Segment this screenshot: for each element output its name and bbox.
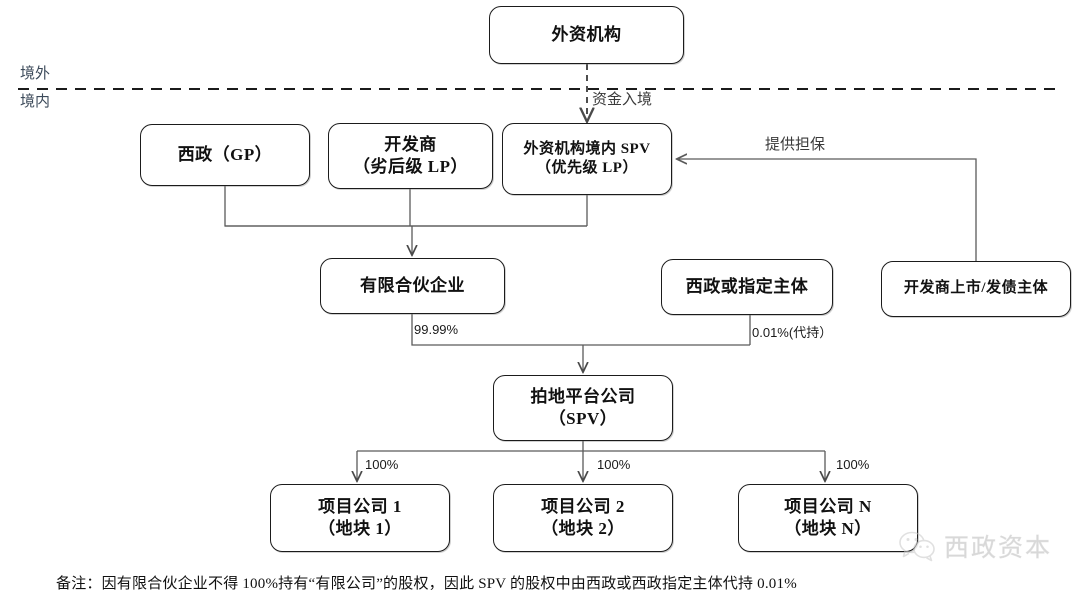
node-project_company_1-line-2: （地块 1） [318,519,402,538]
node-project_company_1[interactable]: 项目公司 1 （地块 1） [270,484,450,552]
node-developer_listed[interactable]: 开发商上市/发债主体 [881,261,1071,317]
node-developer_lp-line-1: 开发商 [384,135,437,155]
node-project_company_n-line-2: （地块 N） [784,519,872,538]
edge-label-pct_100_a: 100% [365,457,399,472]
footnote: 备注：因有限合伙企业不得 100%持有“有限公司”的股权，因此 SPV 的股权中… [56,576,797,592]
node-xizheng_designated-line-1: 西政或指定主体 [685,277,809,297]
node-bidding_platform-line-2: （SPV） [548,409,618,428]
boundary-label-onshore: 境内 [18,90,53,111]
node-project_company_n-line-1: 项目公司 N [784,497,872,517]
node-bidding_platform[interactable]: 拍地平台公司 （SPV） [493,375,673,441]
node-limited_partnership[interactable]: 有限合伙企业 [320,258,505,314]
watermark-text: 西政资本 [944,535,1053,562]
node-developer_lp-line-2: （劣后级 LP） [353,157,468,176]
edge-label-pct_9999: 99.99% [414,322,459,337]
watermark: 西政资本 [898,528,1052,564]
edge-partnership-shares [411,314,750,346]
wechat-icon [899,531,935,562]
node-xizheng_designated[interactable]: 西政或指定主体 [661,259,833,315]
node-foreign_institution[interactable]: 外资机构 [489,6,684,64]
node-developer_listed-line-1: 开发商上市/发债主体 [903,280,1049,297]
edge-label-provide_guarantee: 提供担保 [765,137,826,153]
node-foreign_institution-line-1: 外资机构 [551,25,622,45]
node-onshore_spv_lp-line-1: 外资机构境内 SPV [523,140,651,157]
edge-label-capital_inflow: 资金入境 [592,92,653,108]
node-xizheng_gp[interactable]: 西政（GP） [140,124,310,186]
edge-label-pct_100_b: 100% [597,457,631,472]
node-project_company_1-line-1: 项目公司 1 [318,497,402,517]
node-xizheng_gp-line-1: 西政（GP） [177,145,273,165]
node-project_company_2-line-1: 项目公司 2 [541,497,625,517]
node-bidding_platform-line-1: 拍地平台公司 [530,387,636,407]
node-limited_partnership-line-1: 有限合伙企业 [360,276,465,296]
node-developer_lp[interactable]: 开发商 （劣后级 LP） [328,123,493,189]
edge-label-pct_100_c: 100% [836,457,870,472]
edge-label-pct_001: 0.01%(代持） [752,325,833,340]
node-project_company_2-line-2: （地块 2） [541,519,625,538]
node-project_company_2[interactable]: 项目公司 2 （地块 2） [493,484,673,552]
node-onshore_spv_lp-line-2: （优先级 LP） [536,160,638,176]
node-project_company_n[interactable]: 项目公司 N （地块 N） [738,484,918,552]
edge-provide-guarantee [678,159,977,261]
node-onshore_spv_lp[interactable]: 外资机构境内 SPV （优先级 LP） [502,123,672,195]
boundary-label-offshore: 境外 [18,62,53,83]
